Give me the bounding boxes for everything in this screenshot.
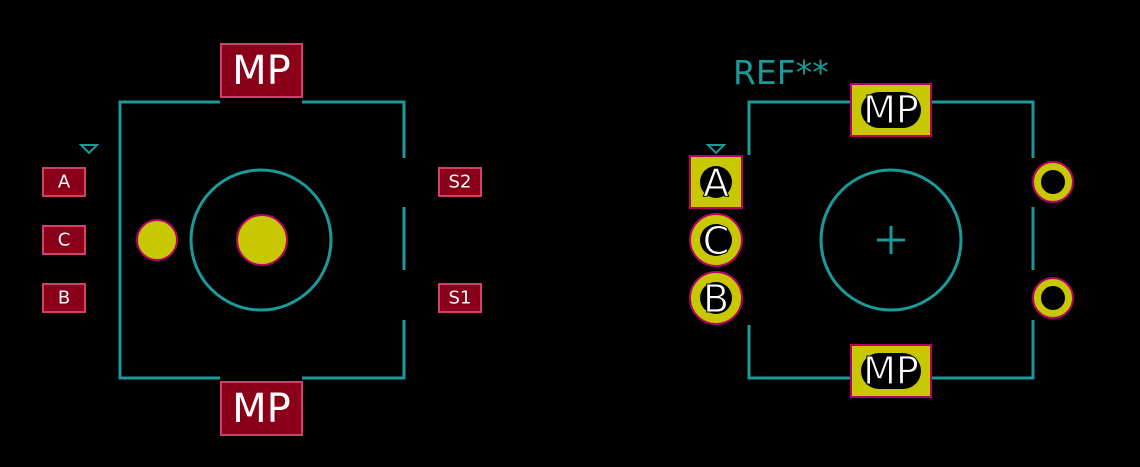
left-pad-c[interactable]: C xyxy=(42,225,86,255)
left-footprint[interactable]: MP MP A C B S2 S1 xyxy=(42,43,482,436)
left-pad-s2[interactable]: S2 xyxy=(438,167,482,197)
right-pad-b[interactable]: B xyxy=(689,271,743,325)
left-pad-c-label: C xyxy=(58,230,71,251)
left-pad-s1-label: S1 xyxy=(449,288,472,309)
left-pad-a-label: A xyxy=(58,172,71,193)
right-pad-s1[interactable] xyxy=(1032,277,1074,319)
right-body-outline xyxy=(747,100,1035,380)
left-knob-outline xyxy=(189,168,333,312)
left-pad-a[interactable]: A xyxy=(42,167,86,197)
left-mp-top-pad[interactable]: MP xyxy=(220,43,303,98)
left-pad-s1[interactable]: S1 xyxy=(438,283,482,313)
left-small-hole[interactable] xyxy=(136,219,178,261)
right-pin1-marker xyxy=(705,144,727,155)
left-mp-top-label: MP xyxy=(232,48,291,94)
left-center-hole[interactable] xyxy=(236,214,288,266)
left-body-outline xyxy=(118,100,406,380)
right-center-cross xyxy=(877,226,905,254)
right-reference-designator: REF** xyxy=(733,53,829,92)
left-pad-s2-label: S2 xyxy=(449,172,472,193)
right-pad-s2[interactable] xyxy=(1032,161,1074,203)
right-knob-outline xyxy=(819,168,963,312)
left-mp-bottom-label: MP xyxy=(232,386,291,432)
left-pad-b-label: B xyxy=(58,288,70,309)
right-pad-c[interactable]: C xyxy=(689,213,743,267)
right-mp-bottom-label: MP xyxy=(863,349,919,393)
right-mp-bottom-pad[interactable]: MP xyxy=(850,344,932,398)
right-pad-a-label: A xyxy=(703,161,729,205)
right-mp-top-pad[interactable]: MP xyxy=(850,83,932,137)
right-mp-top-label: MP xyxy=(863,88,919,132)
left-mp-bottom-pad[interactable]: MP xyxy=(220,381,303,436)
left-pad-b[interactable]: B xyxy=(42,283,86,313)
right-pad-b-label: B xyxy=(703,277,729,321)
right-footprint[interactable]: REF** MP MP xyxy=(689,53,1074,398)
right-pad-a[interactable]: A xyxy=(689,155,743,209)
right-pad-c-label: C xyxy=(703,219,730,263)
left-pin1-marker xyxy=(78,144,100,155)
